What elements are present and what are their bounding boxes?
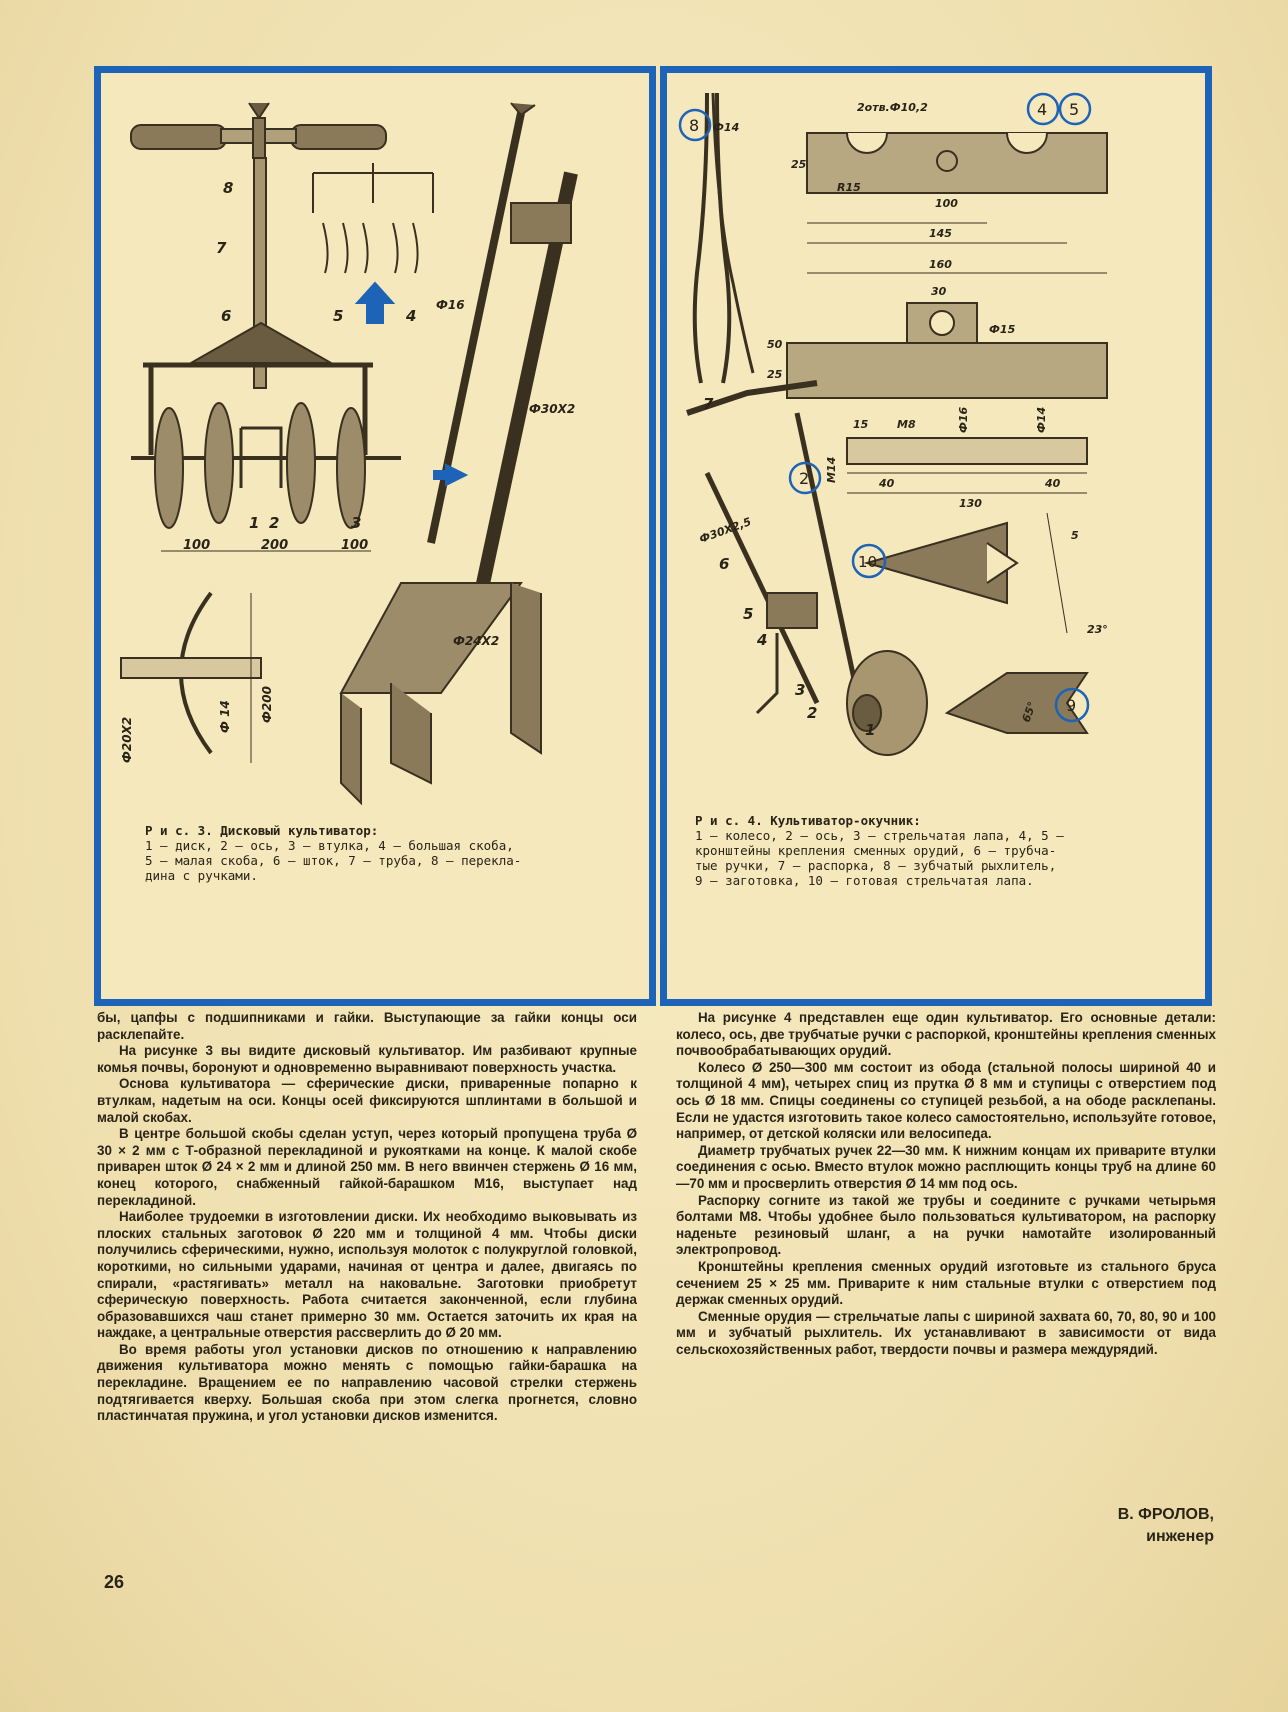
dim-100-right: 100 [341, 538, 368, 553]
label-7: 7 [703, 395, 714, 413]
label-5: 5 [743, 605, 753, 623]
callout-10: 10 [858, 553, 877, 571]
dim-25-bottom: 25 [767, 368, 783, 381]
text-column-left: бы, цапфы с подшипниками и гайки. Выступ… [97, 1010, 637, 1425]
dim-50: 50 [767, 338, 783, 351]
dim-phi30x2: Ф30Х2 [529, 402, 575, 416]
label-4: 4 [405, 307, 416, 325]
blank-9 [944, 672, 1089, 734]
author-role: инженер [1146, 1528, 1214, 1545]
dim-phi14-tine: Ф14 [713, 121, 739, 134]
paragraph: На рисунке 4 представлен еще один культи… [676, 1010, 1216, 1059]
paragraph: Наиболее трудоемки в изготовлении диски.… [97, 1209, 637, 1341]
label-1: 1 [865, 721, 875, 739]
label-2: 2 [807, 704, 817, 722]
disc-cultivator-drawing: 8 7 6 5 4 1 2 3 100 200 100 Ф16 Ф30Х2 Ф2… [120, 102, 578, 806]
dim-160: 160 [929, 258, 952, 271]
paragraph: На рисунке 3 вы видите дисковый культива… [97, 1043, 637, 1075]
dim-phi200: Ф200 [260, 686, 274, 723]
dim-30: 30 [931, 285, 947, 298]
label-7: 7 [216, 239, 227, 257]
disc-1c [286, 402, 316, 524]
figure-3-caption-line: 5 — малая скоба, 6 — шток, 7 — труба, 8 … [145, 853, 522, 868]
dim-23deg: 23° [1087, 623, 1108, 636]
dim-5: 5 [1071, 529, 1079, 542]
text-column-right: На рисунке 4 представлен еще один культи… [676, 1010, 1216, 1358]
callout-2: 2 [799, 469, 809, 488]
label-5: 5 [333, 307, 343, 325]
paragraph: Сменные орудия — стрельчатые лапы с шири… [676, 1308, 1216, 1357]
paragraph: бы, цапфы с подшипниками и гайки. Выступ… [97, 1010, 637, 1042]
callout-4: 4 [1037, 100, 1047, 119]
paragraph: Кронштейны крепления сменных орудий изго… [676, 1258, 1216, 1308]
dim-phi20x2: Ф20Х2 [120, 717, 134, 763]
label-6: 6 [221, 307, 231, 325]
label-3: 3 [351, 514, 361, 532]
paragraph: Диаметр трубчатых ручек 22—30 мм. К нижн… [676, 1142, 1216, 1191]
disc-1b [204, 402, 234, 524]
paragraph: Колесо Ø 250—300 мм состоит из обода (ст… [676, 1059, 1216, 1142]
figure-4-caption-line: 1 — колесо, 2 — ось, 3 — стрельчатая лап… [695, 828, 1064, 843]
dim-15: 15 [853, 418, 869, 431]
dim-130: 130 [959, 497, 982, 510]
handle-grip-left [130, 124, 227, 150]
dim-25-top: 25 [791, 158, 807, 171]
bracket-block [786, 342, 1108, 399]
figure-4-caption-line: тые ручки, 7 — распорка, 8 — зубчатый ры… [695, 858, 1057, 873]
label-4: 4 [756, 631, 767, 649]
dim-phi14-axle: Ф14 [1035, 407, 1048, 433]
dim-phi16: Ф16 [436, 298, 465, 312]
figure-4-caption-line: кронштейны крепления сменных орудий, 6 —… [695, 843, 1057, 858]
figure-3-caption-line: дина с ручками. [145, 868, 258, 883]
figure-3-panel: 8 7 6 5 4 1 2 3 100 200 100 Ф16 Ф30Х2 Ф2… [94, 66, 656, 1006]
callout-9: 9 [1066, 696, 1076, 715]
label-3: 3 [795, 681, 805, 699]
disc-1d [336, 407, 366, 529]
figure-3-caption-line: 1 — диск, 2 — ось, 3 — втулка, 4 — больш… [145, 838, 514, 853]
dim-phi24x2: Ф24Х2 [453, 634, 499, 648]
author-name: В. ФРОЛОВ, [1117, 1506, 1214, 1523]
dim-100-left: 100 [183, 538, 210, 553]
hiller-cultivator-drawing: 8 4 5 2 10 9 Ф14 2отв.Ф10,2 25 R15 100 1… [678, 92, 1108, 756]
dim-r15: R15 [837, 181, 861, 194]
disc-1a [154, 407, 184, 529]
callout-5: 5 [1069, 100, 1079, 119]
dim-phi14: Ф 14 [218, 700, 232, 733]
shovel-10 [863, 521, 1008, 605]
paragraph: Основа культиватора — сферические диски,… [97, 1076, 637, 1125]
paragraph: В центре большой скобы сделан уступ, чер… [97, 1126, 637, 1208]
figure-4-caption-line: 9 — заготовка, 10 — готовая стрельчатая … [695, 873, 1034, 888]
dim-m14: M14 [825, 457, 838, 483]
label-6: 6 [719, 555, 729, 573]
dim-200: 200 [261, 538, 288, 553]
dim-m8: M8 [897, 418, 916, 431]
figure-4-caption-title: Р и с. 4. Культиватор-окучник: [695, 813, 921, 828]
callout-8: 8 [689, 116, 699, 135]
paragraph: Распорку согните из такой же трубы и сое… [676, 1192, 1216, 1258]
dim-phi15: Ф15 [989, 323, 1016, 336]
figure-3-caption-title: Р и с. 3. Дисковый культиватор: [145, 823, 379, 838]
dim-40-right: 40 [1044, 477, 1061, 490]
label-1: 1 [249, 514, 259, 532]
dim-holes: 2отв.Ф10,2 [857, 101, 928, 114]
dim-145: 145 [929, 227, 952, 240]
figure-4-caption: Р и с. 4. Культиватор-окучник: 1 — колес… [695, 813, 1165, 888]
handle-grip-right [290, 124, 387, 150]
dim-40-left: 40 [878, 477, 895, 490]
label-8: 8 [223, 179, 233, 197]
author-signature: В. ФРОЛОВ, инженер [1118, 1504, 1214, 1548]
page-number: 26 [104, 1572, 125, 1592]
dim-phi16-axle: Ф16 [957, 406, 970, 433]
label-2: 2 [269, 514, 279, 532]
dim-phi30x25: Ф30Х2,5 [698, 515, 754, 546]
dim-100: 100 [935, 197, 958, 210]
figure-4-panel: 8 4 5 2 10 9 Ф14 2отв.Ф10,2 25 R15 100 1… [660, 66, 1212, 1006]
figure-3-caption: Р и с. 3. Дисковый культиватор: 1 — диск… [145, 823, 615, 883]
axle-2 [846, 437, 1088, 465]
paragraph: Во время работы угол установки дисков по… [97, 1341, 637, 1424]
